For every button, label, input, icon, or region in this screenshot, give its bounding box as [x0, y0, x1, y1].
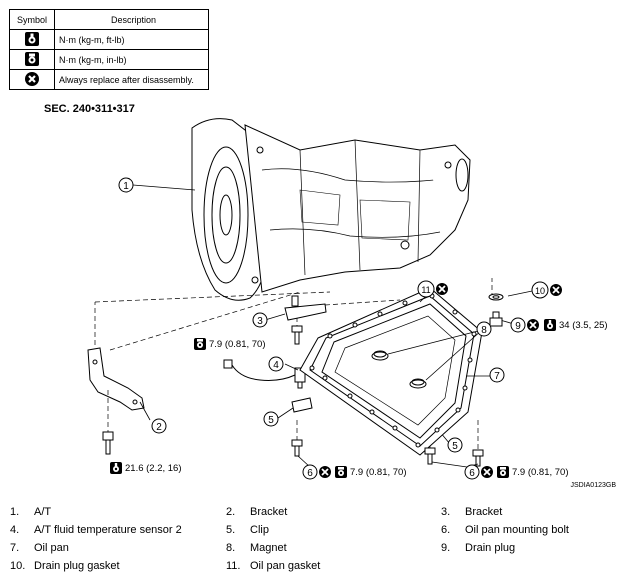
callout-9: 9: [510, 317, 526, 333]
torque-wrench-inlb-icon: [25, 51, 39, 66]
callout-6: 6: [302, 464, 318, 480]
section-reference: SEC. 240•311•317: [44, 103, 135, 115]
callout-8: 8: [476, 321, 492, 337]
callout-6: 6: [464, 464, 480, 480]
callout-10: 10: [531, 281, 549, 299]
svg-text:3: 3: [257, 316, 263, 327]
torque-oil-pan-bolt-left: 7.9 (0.81, 70): [335, 466, 407, 478]
svg-text:5: 5: [268, 415, 274, 426]
svg-text:7: 7: [494, 371, 500, 382]
oil-pan-drawing: [299, 287, 483, 456]
svg-text:6: 6: [469, 468, 475, 479]
torque-wrench-icon: [25, 31, 39, 46]
svg-text:1: 1: [123, 181, 129, 192]
svg-text:34 (3.5, 25): 34 (3.5, 25): [559, 320, 608, 331]
transmission-drawing: [191, 118, 471, 301]
callout-3: 3: [252, 312, 268, 328]
svg-text:4: 4: [273, 360, 279, 371]
torque-drain-plug: 34 (3.5, 25): [544, 319, 608, 331]
bracket-bolt-drawing: [102, 431, 114, 455]
figure-code: JSDIA0123GB: [570, 482, 616, 489]
torque-oil-pan-bolt-right: 7.9 (0.81, 70): [497, 466, 569, 478]
bracket-3-drawing: [284, 295, 327, 321]
drain-plug-drawing: [488, 293, 504, 327]
exploded-diagram: 1 2 3 4 5 5 6 6 7 8 9 10 11 7.9 (0.81, 7…: [87, 118, 608, 480]
svg-text:9: 9: [515, 321, 521, 332]
torque-bracket-bolt: 21.6 (2.2, 16): [110, 462, 182, 474]
callout-5: 5: [447, 437, 463, 453]
symbol-table: Symbol Description N·m (kg-m, ft-lb) N·m…: [9, 9, 209, 90]
bracket-left-drawing: [87, 347, 145, 411]
svg-text:7.9 (0.81, 70): 7.9 (0.81, 70): [512, 467, 569, 478]
svg-text:11: 11: [421, 285, 430, 295]
torque-sensor-bolt: 7.9 (0.81, 70): [194, 338, 266, 350]
description-cell: Always replace after disassembly.: [54, 69, 209, 90]
temperature-sensor-drawing: [223, 359, 306, 389]
callout-7: 7: [489, 367, 505, 383]
svg-text:5: 5: [452, 441, 458, 452]
svg-text:7.9 (0.81, 70): 7.9 (0.81, 70): [350, 467, 407, 478]
callout-5: 5: [263, 411, 279, 427]
symbol-cell: [9, 49, 55, 70]
svg-text:6: 6: [307, 468, 313, 479]
replace-x-icon: [25, 71, 39, 86]
callout-2: 2: [151, 418, 167, 434]
callout-1: 1: [118, 177, 134, 193]
svg-text:2: 2: [156, 422, 162, 433]
svg-text:21.6 (2.2, 16): 21.6 (2.2, 16): [125, 463, 182, 474]
callout-11: 11: [417, 280, 435, 298]
svg-text:8: 8: [481, 325, 487, 336]
oil-pan-bolts-drawing: [291, 439, 484, 467]
svg-text:7.9 (0.81, 70): 7.9 (0.81, 70): [209, 339, 266, 350]
callout-4: 4: [268, 356, 284, 372]
symbol-cell: [9, 29, 55, 50]
svg-text:10: 10: [535, 286, 545, 296]
